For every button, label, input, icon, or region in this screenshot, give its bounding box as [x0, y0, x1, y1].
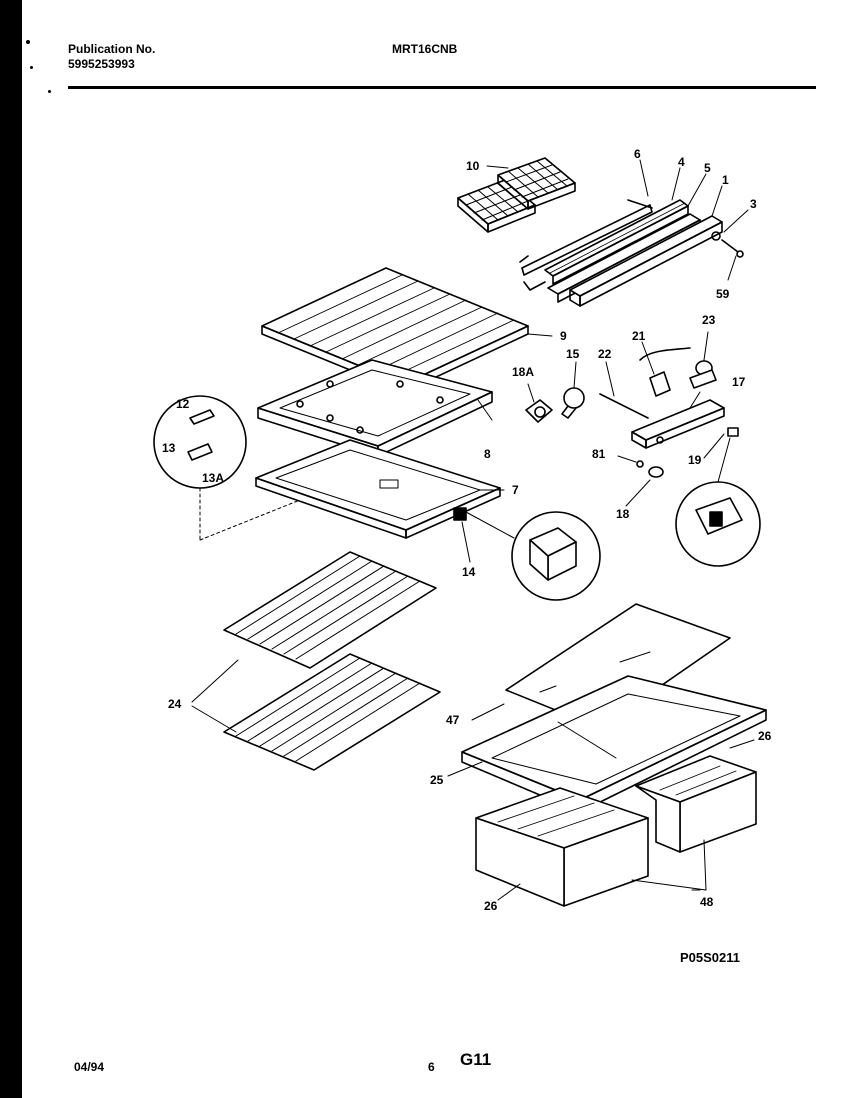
callout-17: 17 — [732, 375, 746, 389]
rail-part-1 — [569, 215, 723, 307]
callout-8: 8 — [484, 447, 491, 461]
callout-47: 47 — [446, 713, 460, 727]
fastener-part — [636, 460, 644, 468]
crisper-drawer-part-26 — [475, 787, 649, 907]
callout-19: 19 — [688, 453, 702, 467]
scan-mark — [48, 90, 51, 93]
callout-22: 22 — [598, 347, 612, 361]
model-number: MRT16CNB — [392, 42, 458, 56]
publication-number: 5995253993 — [68, 57, 135, 71]
drawing-code: P05S0211 — [680, 950, 741, 965]
callout-3: 3 — [750, 197, 757, 211]
scan-edge — [0, 0, 22, 1098]
callout-81: 81 — [592, 447, 606, 461]
callout-26-left: 26 — [484, 899, 498, 913]
hinge-detail-circle — [153, 395, 301, 541]
callout-10: 10 — [466, 159, 480, 173]
section-code: G11 — [460, 1050, 492, 1069]
wire-shelf-part-24 — [223, 551, 437, 669]
callout-21: 21 — [632, 329, 646, 343]
callout-5: 5 — [704, 161, 711, 175]
switch-part-19 — [727, 427, 739, 437]
rod-part-22 — [599, 393, 649, 419]
header-rule — [68, 86, 816, 89]
callout-24: 24 — [168, 697, 182, 711]
callout-48: 48 — [700, 895, 714, 909]
rail-part-6 — [519, 199, 653, 291]
wire-shelf-part-24 — [223, 653, 441, 771]
bracket-part-14 — [453, 507, 467, 521]
scan-mark — [26, 40, 30, 44]
callout-26-right: 26 — [758, 729, 772, 743]
callout-59: 59 — [716, 287, 730, 301]
callout-9: 9 — [560, 329, 567, 343]
page-number: 6 — [428, 1060, 435, 1074]
callout-13: 13 — [162, 441, 176, 455]
light-socket-part — [525, 399, 553, 423]
callout-18a: 18A — [512, 365, 534, 379]
callout-7: 7 — [512, 483, 519, 497]
scan-mark — [30, 66, 33, 69]
ice-tray-part — [497, 157, 576, 210]
callout-23: 23 — [702, 313, 716, 327]
footer-date: 04/94 — [74, 1060, 105, 1074]
switch-detail-circle — [675, 437, 761, 567]
callout-15: 15 — [566, 347, 580, 361]
switch-part-21 — [639, 347, 691, 397]
light-bulb-part — [561, 387, 585, 419]
panel-part-7 — [255, 439, 501, 539]
callout-6: 6 — [634, 147, 641, 161]
callout-18: 18 — [616, 507, 630, 521]
shelf-part-9 — [261, 267, 529, 393]
callout-14: 14 — [462, 565, 476, 579]
publication-label: Publication No. — [68, 42, 156, 56]
callout-13a: 13A — [202, 471, 224, 485]
bracket-detail-circle — [465, 511, 601, 601]
light-housing-part-17 — [631, 399, 725, 449]
callout-4: 4 — [678, 155, 685, 169]
frame-part-8 — [257, 359, 493, 457]
control-part-23 — [689, 360, 717, 389]
callout-1: 1 — [722, 173, 729, 187]
knob-part-18 — [648, 466, 664, 478]
crisper-drawer-part-26 — [635, 755, 757, 853]
callout-12: 12 — [176, 397, 190, 411]
callout-25: 25 — [430, 773, 444, 787]
screw-part — [711, 231, 744, 258]
